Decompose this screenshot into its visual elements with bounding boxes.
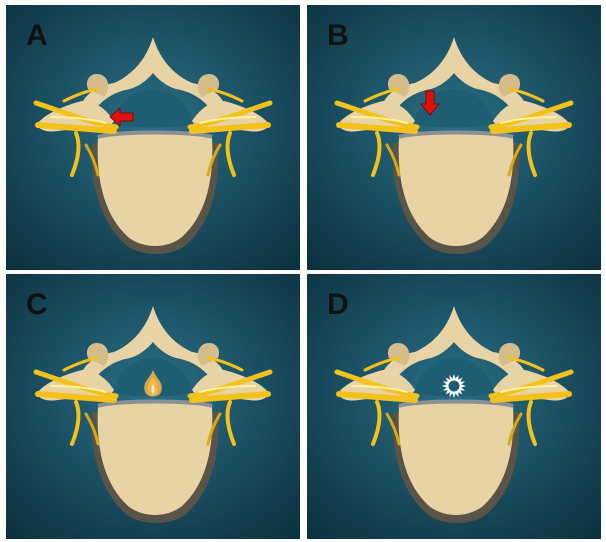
vertebra bbox=[38, 37, 269, 254]
vertebra bbox=[339, 306, 570, 523]
vertebra-illustration bbox=[307, 274, 601, 539]
panel-b: B bbox=[307, 5, 601, 270]
panel-label: D bbox=[327, 290, 349, 320]
panel-label: A bbox=[26, 21, 48, 51]
vertebra-illustration bbox=[307, 5, 601, 270]
starburst-icon bbox=[442, 374, 466, 398]
panel-c: C bbox=[6, 274, 300, 539]
vertebra-illustration bbox=[6, 5, 300, 270]
panel-d: D bbox=[307, 274, 601, 539]
vertebra-illustration bbox=[6, 274, 300, 539]
panel-a: A bbox=[6, 5, 300, 270]
vertebra bbox=[339, 37, 570, 254]
vertebra bbox=[38, 306, 269, 523]
panel-label: B bbox=[327, 21, 349, 51]
panel-label: C bbox=[26, 290, 48, 320]
